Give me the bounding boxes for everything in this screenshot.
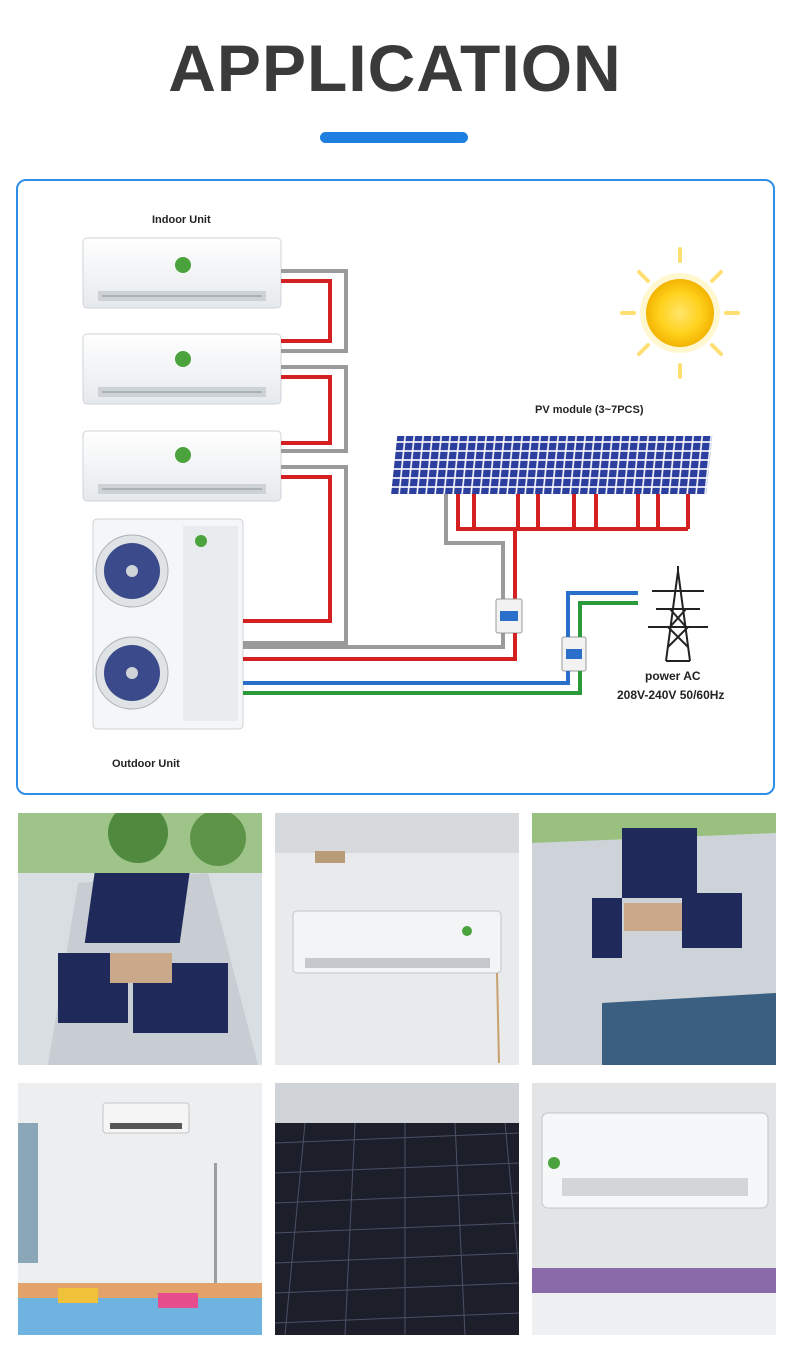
sun-icon	[620, 247, 740, 379]
indoor-wiring	[243, 269, 348, 645]
indoor-unit-1	[82, 237, 282, 309]
power-tower-icon	[648, 566, 708, 662]
photo-classroom-indoor-unit	[18, 1083, 262, 1335]
pv-panel-3	[515, 436, 586, 494]
pv-panel-1	[391, 436, 467, 494]
pv-panel-5	[640, 436, 713, 494]
outdoor-unit-label: Outdoor Unit	[112, 758, 180, 770]
ac-breaker	[561, 636, 587, 672]
pv-modules	[391, 436, 713, 494]
indoor-unit-2	[82, 333, 282, 405]
photo-rooftop-solar-panels	[18, 813, 262, 1065]
pv-panel-2	[455, 436, 528, 494]
brand-logo-icon	[175, 447, 191, 463]
voltage-label: 208V-240V 50/60Hz	[617, 688, 724, 702]
power-ac-label: power AC	[645, 669, 701, 683]
brand-logo-icon	[195, 535, 207, 547]
page-title: APPLICATION	[168, 31, 622, 105]
pv-panel-4	[577, 436, 648, 494]
pv-wiring	[444, 494, 690, 599]
indoor-unit-3	[82, 430, 282, 502]
photo-wall-mounted-indoor-unit	[275, 813, 519, 1065]
dc-breaker	[495, 598, 523, 634]
application-photo-grid	[18, 813, 776, 1343]
outdoor-unit	[92, 518, 244, 730]
brand-logo-icon	[175, 257, 191, 273]
indoor-unit-label: Indoor Unit	[152, 214, 211, 226]
photo-indoor-unit-closeup	[532, 1083, 776, 1335]
title-underline	[320, 132, 468, 143]
system-diagram: Indoor Unit Outdoor Unit PV module (3~7P…	[16, 179, 775, 795]
photo-solar-panel-closeup	[275, 1083, 519, 1335]
pv-module-label: PV module (3~7PCS)	[535, 404, 644, 416]
photo-rooftop-solar-array	[532, 813, 776, 1065]
brand-logo-icon	[175, 351, 191, 367]
outdoor-wiring	[243, 591, 638, 695]
wiring-diagram: Indoor Unit Outdoor Unit PV module (3~7P…	[82, 214, 740, 770]
